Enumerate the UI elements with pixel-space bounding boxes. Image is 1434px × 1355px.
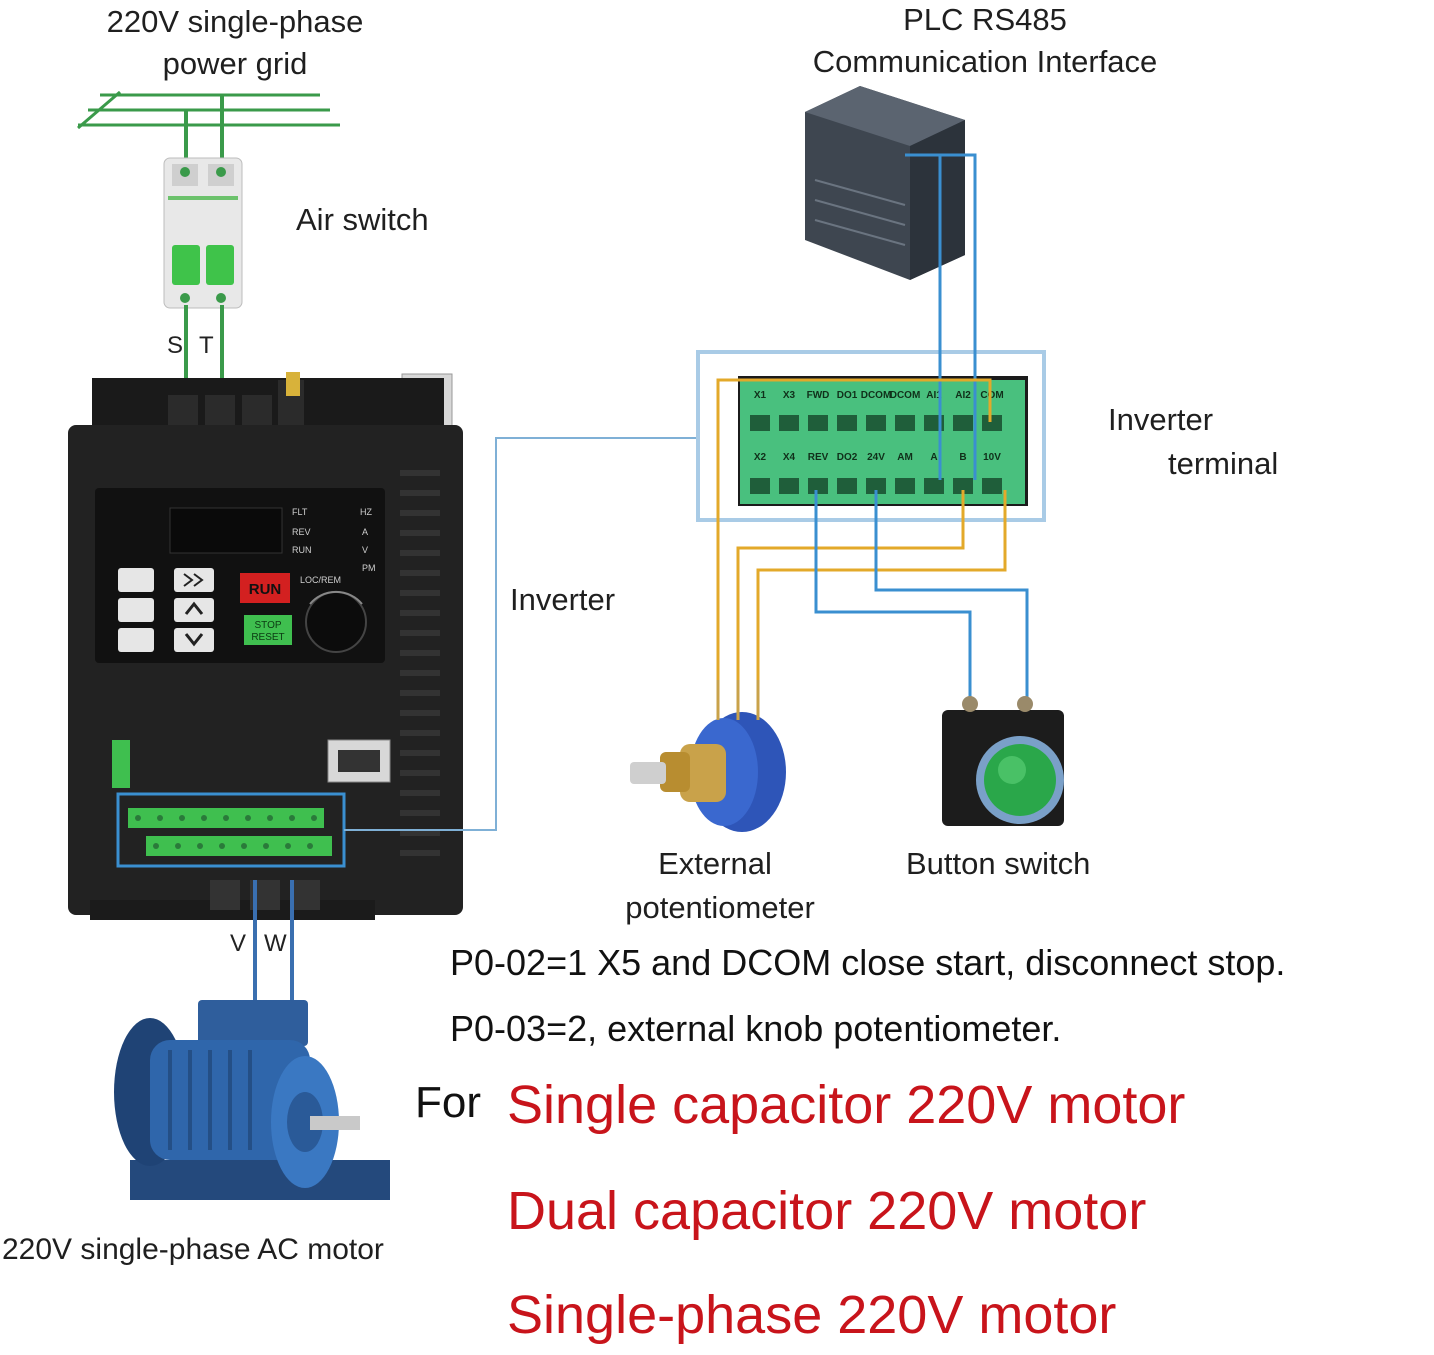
terminal-bottom-labels: X2 X4 REV DO2 24V AM A B 10V bbox=[754, 452, 1001, 463]
chevron-down-icon bbox=[184, 633, 204, 647]
svg-text:X3: X3 bbox=[783, 390, 796, 401]
power-grid-label-1: 220V single-phase bbox=[106, 4, 364, 39]
knob-icon bbox=[305, 591, 367, 653]
for-label: For bbox=[415, 1078, 481, 1127]
param-p0-03: P0-03=2, external knob potentiometer. bbox=[450, 1008, 1062, 1049]
v-label: V bbox=[362, 545, 368, 555]
hz-label: HZ bbox=[360, 507, 372, 517]
panel-led-labels: FLT REV RUN HZ A V PM LOC/REM bbox=[292, 507, 376, 585]
svg-text:DCOM: DCOM bbox=[890, 390, 921, 401]
svg-text:COM: COM bbox=[980, 390, 1003, 401]
svg-text:X2: X2 bbox=[754, 452, 767, 463]
power-grid-lines bbox=[77, 90, 340, 160]
param-p0-02: P0-02=1 X5 and DCOM close start, disconn… bbox=[450, 942, 1286, 983]
air-switch bbox=[163, 157, 243, 309]
loc-rem-label: LOC/REM bbox=[300, 575, 341, 585]
stop-key-label-1: STOP bbox=[254, 620, 281, 631]
svg-text:10V: 10V bbox=[983, 452, 1001, 463]
svg-text:A: A bbox=[930, 452, 937, 463]
input-t-label: T bbox=[199, 332, 214, 359]
plc-label-1: PLC RS485 bbox=[903, 2, 1067, 37]
motor-type-1: Single capacitor 220V motor bbox=[507, 1075, 1186, 1135]
power-grid-label-2: power grid bbox=[162, 46, 308, 81]
callout-line bbox=[344, 437, 698, 831]
svg-text:AI1: AI1 bbox=[926, 390, 942, 401]
chevron-up-icon bbox=[184, 601, 204, 615]
motor-type-3: Single-phase 220V motor bbox=[507, 1285, 1117, 1345]
button-switch-label: Button switch bbox=[906, 846, 1091, 881]
potentiometer-wires bbox=[716, 378, 1007, 710]
svg-text:DO2: DO2 bbox=[837, 452, 858, 463]
stop-key-label-2: RESET bbox=[251, 632, 284, 643]
motor bbox=[114, 1000, 390, 1200]
output-v-label: V bbox=[230, 930, 247, 957]
svg-text:24V: 24V bbox=[867, 452, 885, 463]
svg-text:X1: X1 bbox=[754, 390, 767, 401]
rs485-wires bbox=[905, 153, 977, 480]
motor-type-2: Dual capacitor 220V motor bbox=[507, 1181, 1147, 1241]
a-label: A bbox=[362, 527, 368, 537]
motor-label: 220V single-phase AC motor bbox=[2, 1233, 384, 1266]
inverter-terminal-label-1: Inverter bbox=[1108, 402, 1214, 437]
terminal-top-labels: X1 X3 FWD DO1 DCOM DCOM AI1 AI2 COM bbox=[754, 390, 1004, 401]
button-switch bbox=[942, 696, 1064, 826]
pm-label: PM bbox=[362, 563, 376, 573]
rev-label: REV bbox=[292, 527, 311, 537]
shift-icon bbox=[183, 573, 204, 587]
run-key-label: RUN bbox=[249, 581, 282, 598]
terminal-detail: X1 X3 FWD DO1 DCOM DCOM AI1 AI2 COM X2 X… bbox=[696, 350, 1046, 522]
svg-text:X4: X4 bbox=[783, 452, 796, 463]
input-s-label: S bbox=[167, 332, 184, 359]
potentiometer bbox=[630, 680, 786, 832]
inverter-label: Inverter bbox=[510, 582, 616, 617]
potentiometer-label-2: potentiometer bbox=[625, 890, 815, 925]
inverter-lower-terminals bbox=[112, 739, 391, 868]
svg-text:DO1: DO1 bbox=[837, 390, 858, 401]
air-switch-label: Air switch bbox=[296, 202, 429, 237]
button-wires bbox=[814, 490, 1029, 700]
output-w-label: W bbox=[264, 930, 287, 957]
svg-text:AM: AM bbox=[897, 452, 913, 463]
inverter-terminal-label-2: terminal bbox=[1168, 446, 1279, 481]
flt-label: FLT bbox=[292, 507, 308, 517]
svg-text:REV: REV bbox=[808, 452, 829, 463]
plc bbox=[805, 86, 965, 280]
potentiometer-label-1: External bbox=[658, 846, 772, 881]
keypad: RUN STOP RESET bbox=[118, 568, 367, 653]
svg-text:B: B bbox=[959, 452, 966, 463]
svg-text:FWD: FWD bbox=[807, 390, 830, 401]
plc-label-2: Communication Interface bbox=[812, 44, 1158, 79]
svg-text:AI2: AI2 bbox=[955, 390, 971, 401]
svg-text:DCOM: DCOM bbox=[861, 390, 892, 401]
run-led-label: RUN bbox=[292, 545, 312, 555]
